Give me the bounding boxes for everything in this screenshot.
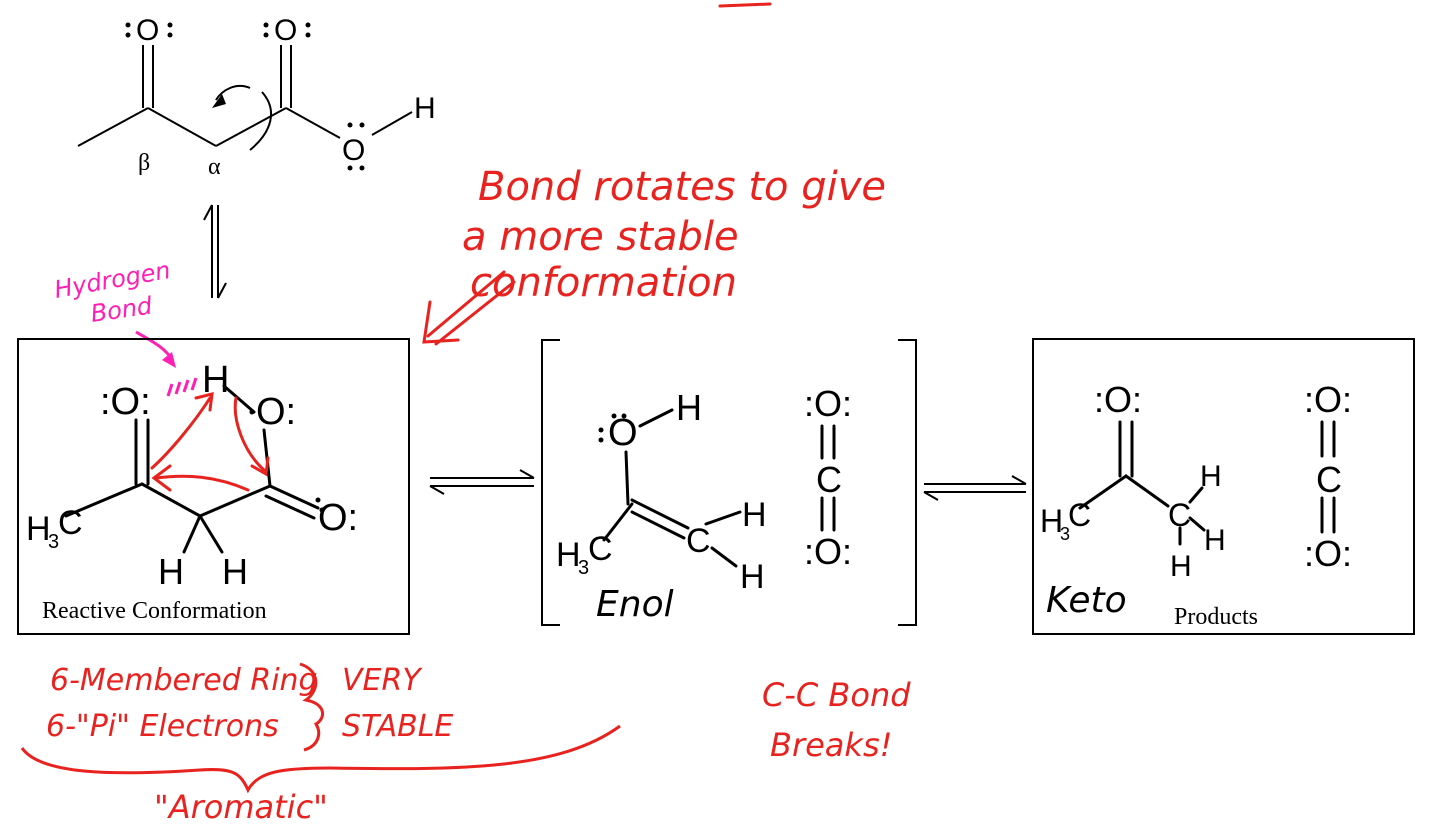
- enol-h-oh: H: [676, 387, 702, 428]
- alpha-label: α: [208, 154, 221, 180]
- reactive-caption: Reactive Conformation: [42, 598, 267, 624]
- magenta-arrow-icon: [135, 330, 174, 361]
- reactive-conformation-box: [17, 338, 410, 635]
- enol-h-upper: H: [742, 496, 767, 534]
- bond-rotates-line1: Bond rotates to give: [478, 164, 886, 210]
- enol-c-right: C: [686, 522, 711, 560]
- cc-break-line2: Breaks!: [770, 726, 892, 764]
- keto-co2-bonds: [1320, 420, 1336, 534]
- ring-annotation-line2: 6-"Pi" Electrons: [46, 709, 279, 744]
- keto-o-top: :O:: [1094, 379, 1142, 420]
- equilibrium-arrow-2-icon: [923, 475, 1027, 501]
- enol-co2-c: C: [816, 459, 842, 500]
- red-stroke-fragment: [718, 2, 772, 8]
- double-red-arrow-icon: [422, 270, 516, 346]
- reactive-h-right: H: [222, 551, 248, 592]
- reactive-h3c-h: H: [26, 510, 51, 548]
- enol-h-lower: H: [740, 558, 765, 596]
- hydrogen-bond-dashes: [166, 377, 198, 397]
- keto-co2-c: C: [1316, 459, 1342, 500]
- keto-co2-o-top: :O:: [1304, 379, 1352, 420]
- keto-h-down: H: [1170, 550, 1192, 583]
- keto-label: Keto: [1046, 580, 1127, 621]
- enol-co2-bonds: [820, 424, 836, 532]
- equilibrium-arrow-1-icon: [429, 469, 535, 495]
- very-stable-line2: STABLE: [342, 709, 453, 744]
- bond-rotates-annotation: Bond rotates to give a more stable confo…: [462, 164, 886, 306]
- reactive-o-right: O:: [256, 391, 296, 433]
- enol-o: O: [608, 412, 638, 454]
- reactive-h-left: H: [158, 551, 184, 592]
- reactive-o-bottom: O:: [318, 497, 358, 539]
- keto-bonds: [1078, 420, 1206, 546]
- enol-h3c-sub: 3: [578, 557, 589, 579]
- electron-pushing-arrows: [150, 392, 270, 492]
- enol-co2-o-bottom: :O:: [804, 531, 852, 572]
- reactive-h3c-c: C: [58, 504, 83, 542]
- keto-h-right: H: [1204, 524, 1226, 557]
- keto-c-right: C: [1168, 497, 1191, 533]
- reactive-bonds: [64, 384, 320, 554]
- beta-label: β: [138, 150, 150, 176]
- keto-h-up: H: [1200, 460, 1222, 493]
- products-caption: Products: [1174, 604, 1258, 630]
- enol-h3c-h: H: [556, 536, 581, 574]
- hydrogen-bond-annotation: Hydrogen Bond: [52, 256, 176, 368]
- enol-h3c-c: C: [588, 530, 613, 568]
- reactive-o-left: :O:: [100, 381, 151, 423]
- keto-h3c-sub: 3: [1060, 524, 1070, 544]
- keto-co2-o-bottom: :O:: [1304, 533, 1352, 574]
- bond-rotates-line3: conformation: [470, 260, 737, 306]
- vertical-equilibrium-arrow-icon: [203, 204, 227, 299]
- top-oxygen-ketone: O: [136, 14, 159, 47]
- ring-annotation-line1: 6-Membered Ring: [50, 663, 318, 698]
- rotation-arrow-icon: [215, 84, 251, 101]
- bond-rotates-line2: a more stable: [462, 214, 739, 260]
- aromatic-annotation: "Aromatic": [154, 788, 328, 826]
- keto-h3c-h: H: [1040, 503, 1063, 539]
- products-box: [1032, 338, 1415, 635]
- reactive-h3c-sub: 3: [48, 531, 59, 553]
- top-oxygen-carbonyl: O: [274, 14, 297, 47]
- enol-label: Enol: [596, 584, 674, 625]
- keto-h3c-c: C: [1068, 497, 1091, 533]
- enol-bonds: [602, 408, 742, 568]
- cc-break-line1: C-C Bond: [762, 676, 911, 714]
- curly-brace-icon: [299, 662, 325, 752]
- enol-brackets: [541, 339, 917, 626]
- top-oxygen-hydroxyl: O: [342, 134, 365, 167]
- underbrace-icon: [20, 724, 621, 794]
- very-stable-line1: VERY: [342, 663, 423, 698]
- hydrogen-bond-line2: Bond: [89, 292, 155, 328]
- enol-co2-o-top: :O:: [804, 383, 852, 424]
- top-hydrogen: H: [414, 92, 436, 125]
- top-molecule: [77, 45, 413, 151]
